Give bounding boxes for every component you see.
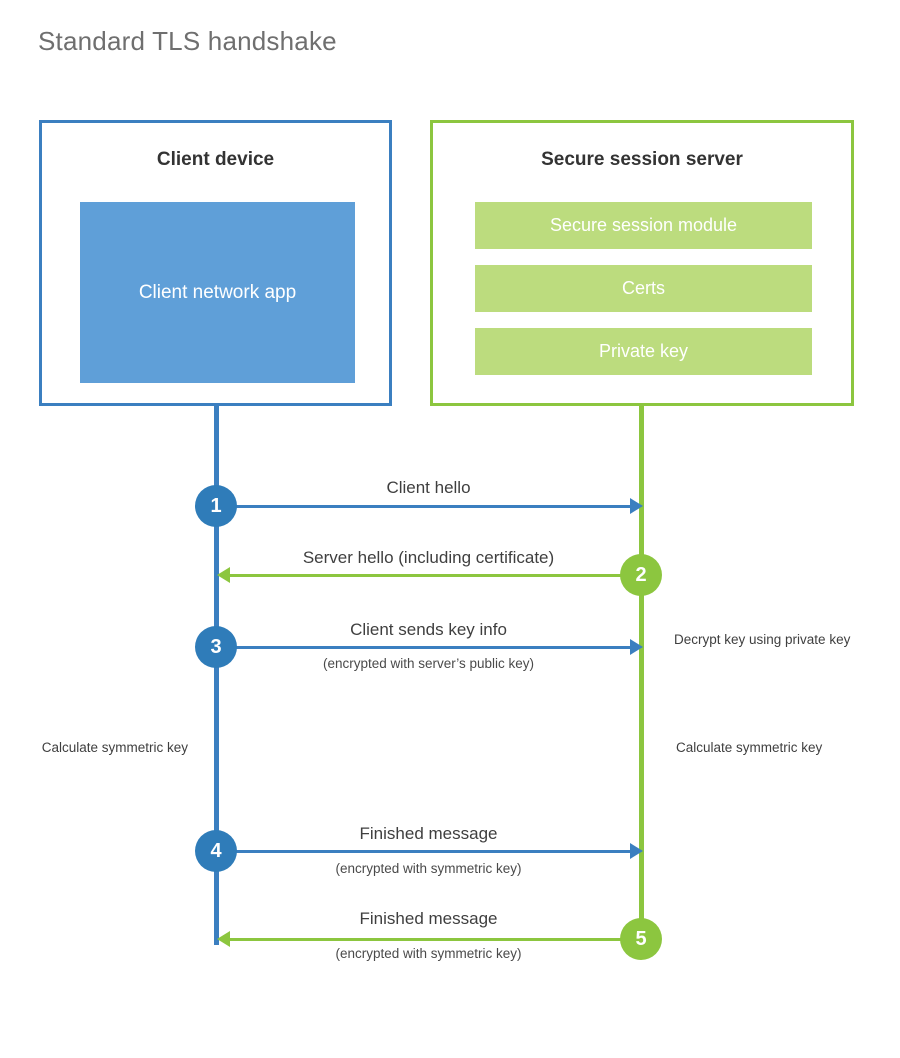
client-device-panel: Client device Client network app	[39, 120, 392, 406]
step-1-arrow-head-right-icon	[630, 498, 643, 514]
server-calculate-symmetric-key-note: Calculate symmetric key	[676, 740, 823, 755]
step-5-sublabel: (encrypted with symmetric key)	[335, 946, 522, 961]
server-component-label: Certs	[621, 278, 665, 298]
secure-session-server-title: Secure session server	[541, 149, 743, 170]
step-4-arrow-head-right-icon	[630, 843, 643, 859]
client-lifeline	[214, 403, 219, 945]
step-3-arrow-head-right-icon	[630, 639, 643, 655]
client-network-app-label: Client network app	[138, 281, 297, 303]
step-4-sublabel: (encrypted with symmetric key)	[335, 861, 522, 876]
step-1-label: Client hello	[386, 478, 471, 497]
client-calculate-symmetric-key-note: Calculate symmetric key	[41, 740, 188, 755]
server-lifeline	[639, 403, 644, 943]
client-network-app-block: Client network app	[80, 202, 355, 383]
server-component-label: Secure session module	[549, 215, 738, 235]
step-5-marker: 5	[620, 918, 662, 960]
step-1-marker: 1	[195, 485, 237, 527]
step-4-marker: 4	[195, 830, 237, 872]
secure-session-server-panel: Secure session server Secure session mod…	[430, 120, 854, 406]
server-component-label: Private key	[598, 341, 689, 361]
step-2-arrow-head-left-icon	[217, 567, 230, 583]
step-2-arrow-line	[228, 574, 641, 577]
page-title: Standard TLS handshake	[38, 26, 337, 56]
step-5-arrow-line	[228, 938, 641, 941]
server-component-private-key: Private key	[475, 328, 812, 375]
step-1-arrow-line	[216, 505, 636, 508]
step-4-arrow-line	[216, 850, 636, 853]
server-component-certs: Certs	[475, 265, 812, 312]
step-2-marker: 2	[620, 554, 662, 596]
step-4-label: Finished message	[359, 824, 498, 843]
step-3-sublabel: (encrypted with server’s public key)	[322, 656, 535, 671]
client-device-title: Client device	[156, 149, 275, 170]
step-3-label: Client sends key info	[350, 620, 507, 639]
server-component-secure-session-module: Secure session module	[475, 202, 812, 249]
server-decrypt-key-note: Decrypt key using private key	[674, 632, 851, 647]
step-3-marker: 3	[195, 626, 237, 668]
step-5-arrow-head-left-icon	[217, 931, 230, 947]
step-2-label: Server hello (including certificate)	[302, 548, 555, 567]
step-5-label: Finished message	[359, 909, 498, 928]
step-3-arrow-line	[216, 646, 636, 649]
